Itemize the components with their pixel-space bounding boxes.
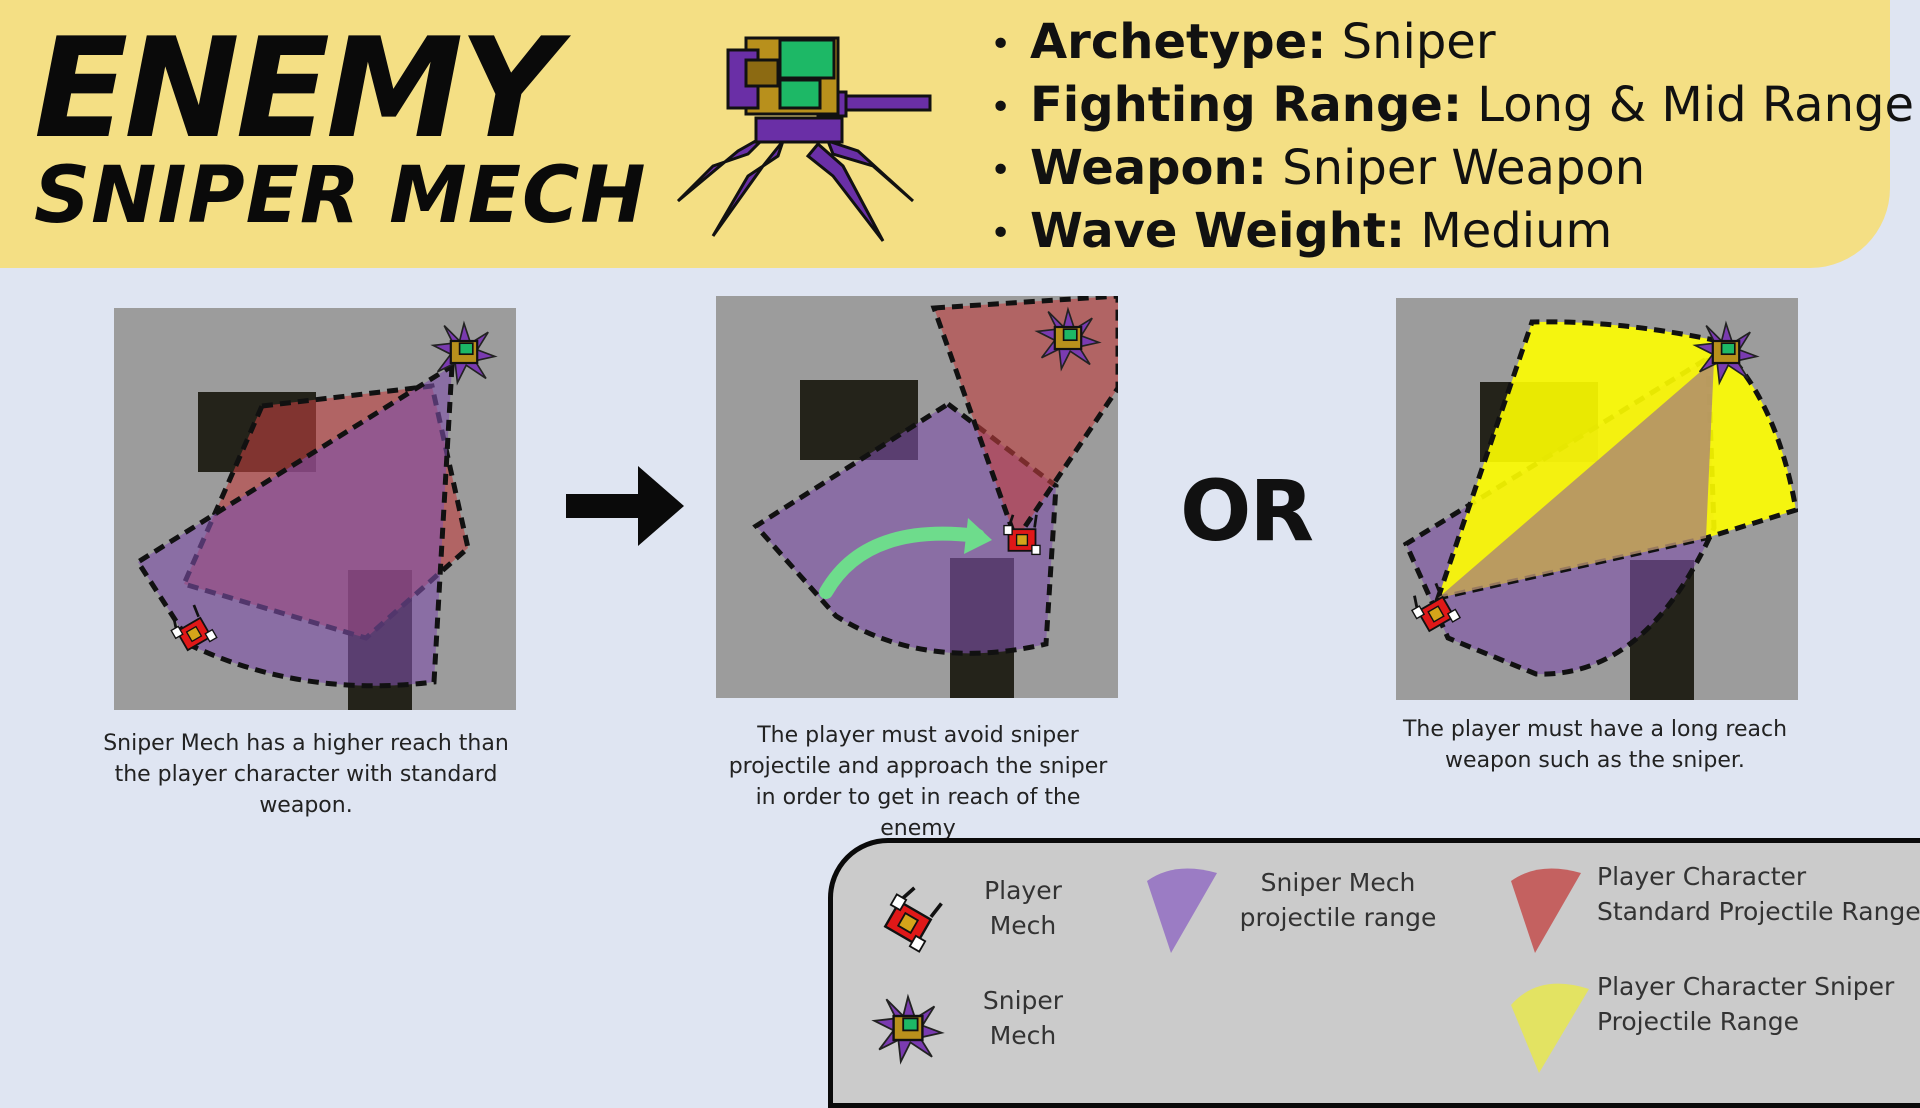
player-standard-range-zone — [930, 296, 1118, 546]
sniper-range-swatch-icon — [1147, 868, 1217, 953]
approach-arrow-head — [964, 518, 992, 554]
title-line1: ENEMY — [34, 8, 559, 169]
sniper-mech-illustration — [676, 36, 932, 242]
legend-player-sniper-range: Player Character Sniper Projectile Range — [1597, 972, 1895, 1036]
stats-list: Archetype: Sniper Fighting Range: Long &… — [990, 12, 1914, 264]
stat-wave-weight: Wave Weight: Medium — [990, 201, 1914, 264]
sniper-mech-icon — [873, 995, 943, 1063]
stat-archetype: Archetype: Sniper — [990, 12, 1914, 75]
standard-range-swatch-icon — [1511, 868, 1581, 953]
caption-panel-2: The player must avoid sniper projectile … — [728, 723, 1108, 841]
arrow-right-icon — [566, 466, 684, 546]
approach-path-arrow — [819, 526, 985, 599]
legend-box: Player Mech Sniper Mech Sniper Mech proj… — [828, 838, 1920, 1108]
player-mech-icon — [875, 883, 948, 954]
overlap-zone — [1438, 360, 1714, 598]
legend-sniper-mech: Sniper Mech — [982, 986, 1064, 1050]
or-label: OR — [1180, 462, 1314, 560]
sniper-range-zone — [134, 361, 455, 689]
legend-player-mech: Player Mech — [984, 876, 1062, 940]
caption-panel-3: The player must have a long reach weapon… — [1402, 717, 1788, 773]
diagram-panel-2 — [716, 296, 1118, 698]
diagram-panel-3 — [1396, 298, 1798, 700]
page-title: ENEMY SNIPER MECH — [34, 8, 647, 241]
sniper-range-swatch-yellow-icon — [1511, 983, 1589, 1073]
stat-weapon: Weapon: Sniper Weapon — [990, 138, 1914, 201]
legend-player-standard-range: Player Character Standard Projectile Ran… — [1597, 862, 1920, 926]
diagram-panel-1 — [114, 308, 516, 710]
stat-fighting-range: Fighting Range: Long & Mid Range — [990, 75, 1914, 138]
caption-panel-1: Sniper Mech has a higher reach than the … — [103, 731, 509, 818]
title-line2: SNIPER MECH — [34, 151, 647, 241]
legend-sniper-range: Sniper Mech projectile range — [1239, 868, 1437, 932]
